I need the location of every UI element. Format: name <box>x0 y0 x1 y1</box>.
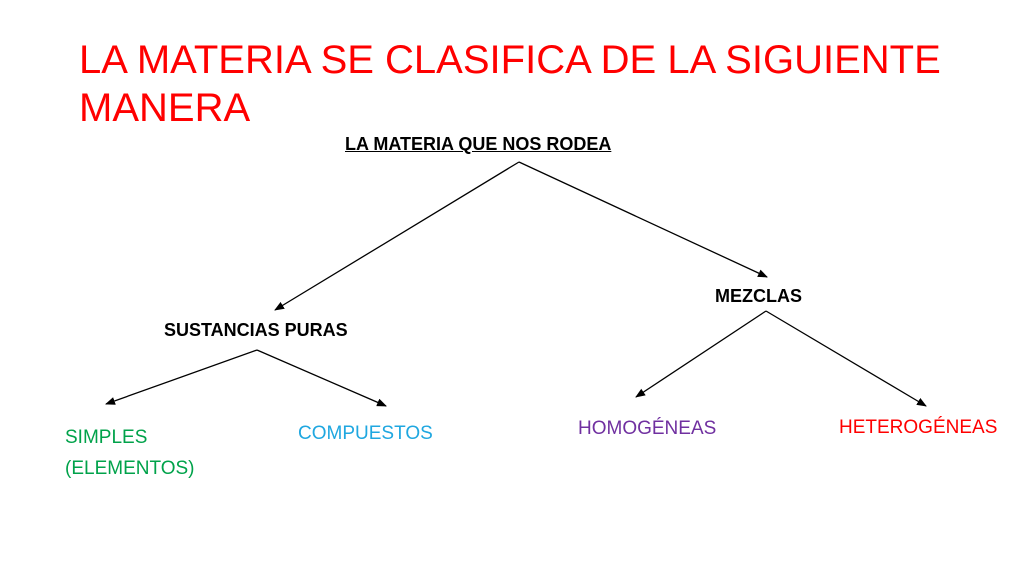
arrow-root-to-sustancias <box>274 161 520 311</box>
slide-title: LA MATERIA SE CLASIFICA DE LA SIGUIENTE … <box>79 38 941 130</box>
node-heterogeneas: HETEROGÉNEAS <box>839 417 998 438</box>
node-compuestos: COMPUESTOS <box>298 423 433 444</box>
node-simples-line2: (ELEMENTOS) <box>65 458 195 479</box>
arrow-sustancias-to-simples <box>105 349 258 405</box>
node-sustancias-puras: SUSTANCIAS PURAS <box>164 320 348 340</box>
node-homogeneas: HOMOGÉNEAS <box>578 418 717 439</box>
node-materia-que-nos-rodea: LA MATERIA QUE NOS RODEA <box>345 134 612 154</box>
arrow-mezclas-to-homogeneas <box>635 310 767 398</box>
node-simples-line1: SIMPLES <box>65 427 148 448</box>
node-mezclas: MEZCLAS <box>715 286 802 306</box>
node-simples: SIMPLES (ELEMENTOS) <box>65 422 235 484</box>
arrow-sustancias-to-compuestos <box>256 349 387 407</box>
arrow-root-to-mezclas <box>518 161 768 278</box>
arrow-mezclas-to-heterogeneas <box>765 310 927 407</box>
